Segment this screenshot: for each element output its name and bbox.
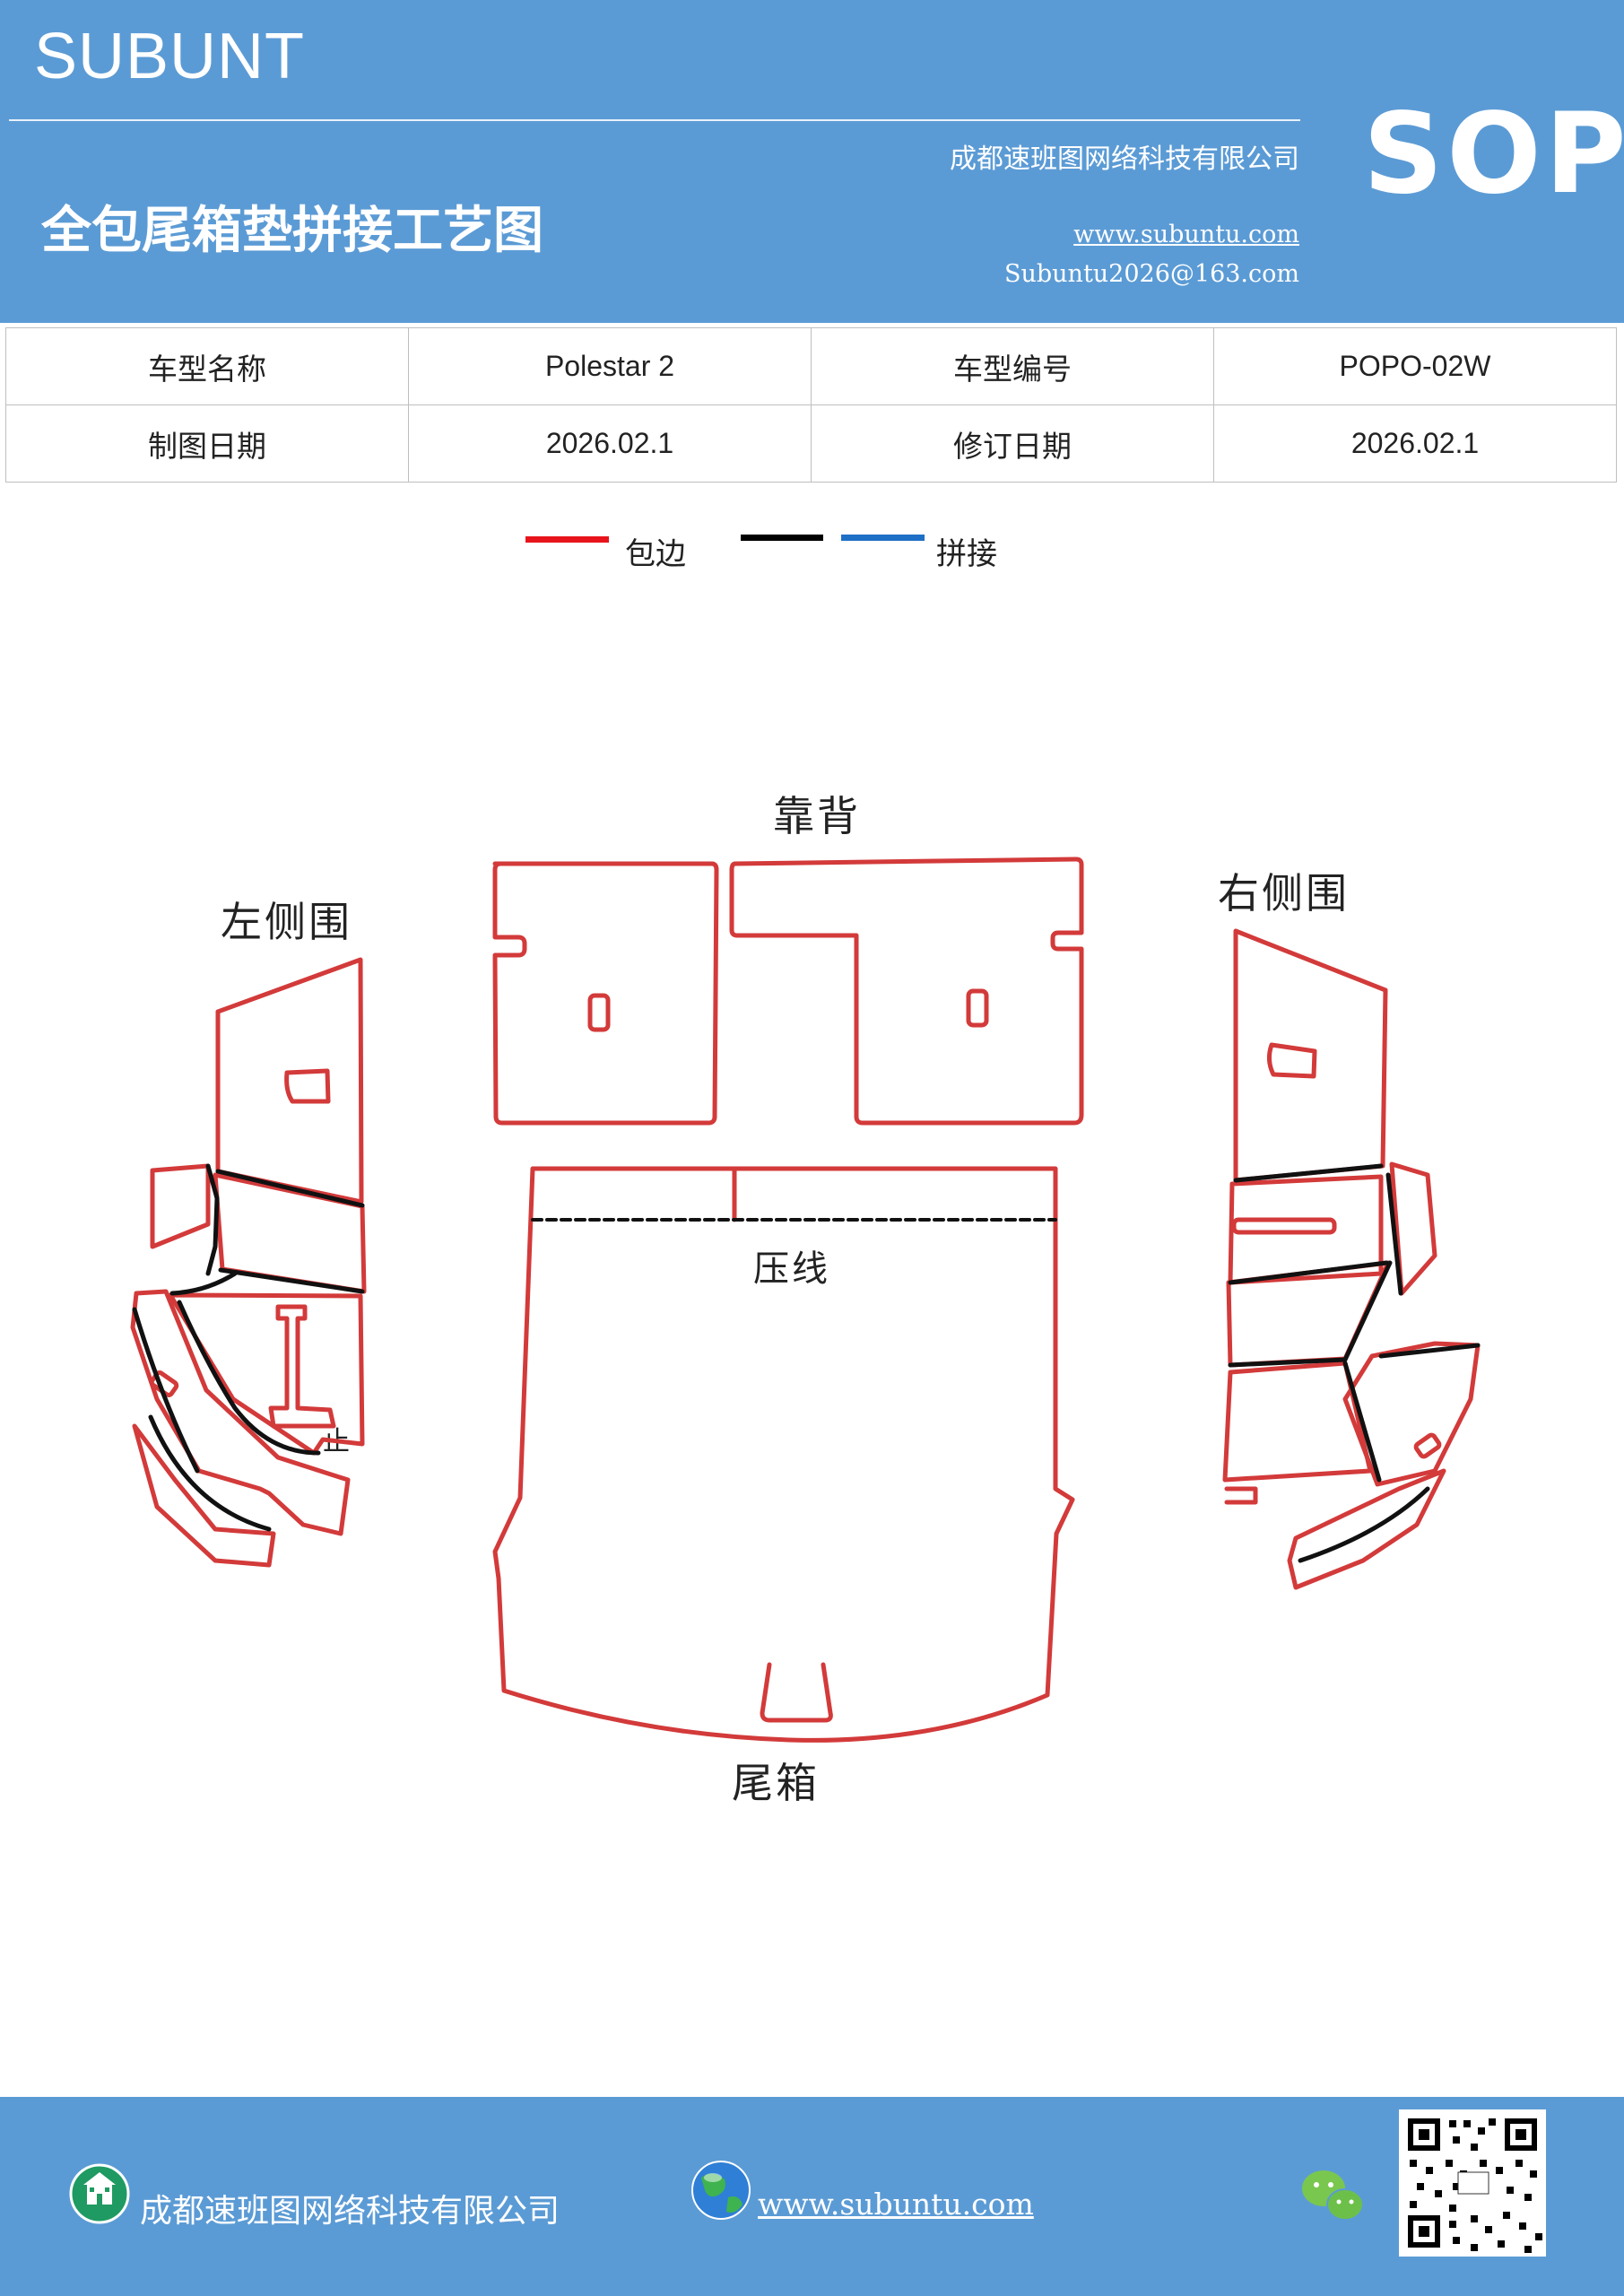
sop-badge: SOP: [1363, 90, 1624, 219]
wechat-icon: [1302, 2170, 1364, 2221]
label-left-side: 左侧围: [221, 898, 352, 946]
right-seam-6: [1342, 1361, 1382, 1483]
table-row: 车型名称 Polestar 2 车型编号 POPO-02W: [5, 327, 1617, 405]
header-banner: SUBUNT SOP 成都速班图网络科技有限公司 全包尾箱垫拼接工艺图 www.…: [0, 0, 1624, 323]
header-divider: [9, 119, 1300, 121]
trunk-floor-panel: [492, 1166, 1075, 1743]
legend: 包边 拼接: [0, 529, 1624, 574]
label-model-code: 车型编号: [811, 327, 1214, 405]
left-side-front-piece: [150, 1163, 211, 1249]
label-press-line: 压线: [753, 1248, 830, 1290]
right-side-small-hole: [1413, 1432, 1442, 1459]
left-side-ibeam: [268, 1304, 336, 1429]
left-side-window-hole: [284, 1068, 331, 1104]
value-model-code: POPO-02W: [1213, 327, 1617, 405]
footer-banner: 成都速班图网络科技有限公司 www.subuntu.com: [0, 2097, 1624, 2296]
left-seam-6: [148, 1414, 272, 1532]
trunk-notch: [760, 1662, 833, 1723]
left-side-wheel-arch: [130, 1289, 351, 1536]
globe-icon: [691, 2161, 751, 2220]
left-seam-3: [169, 1271, 238, 1296]
label-revise-date: 修订日期: [811, 404, 1214, 483]
right-seam-1: [1233, 1163, 1384, 1183]
right-seam-2: [1228, 1260, 1389, 1285]
label-model-name: 车型名称: [5, 327, 409, 405]
left-seam-4: [205, 1163, 220, 1276]
pattern-outlines: [130, 857, 1481, 1743]
brand-name: SUBUNT: [34, 21, 306, 92]
vehicle-info-table: 车型名称 Polestar 2 车型编号 POPO-02W 制图日期 2026.…: [5, 327, 1617, 483]
legend-edge-swatch: [525, 536, 609, 543]
right-side-bottom-tab: [1224, 1486, 1258, 1505]
right-seam-4: [1385, 1172, 1403, 1296]
right-side-window-hole: [1266, 1042, 1317, 1079]
value-revise-date: 2026.02.1: [1213, 404, 1617, 483]
legend-splice-label: 拼接: [936, 536, 997, 572]
left-seam-1: [215, 1169, 365, 1208]
label-back: 靠背: [773, 792, 861, 840]
right-side-rear-piece: [1342, 1341, 1481, 1487]
backrest-left-hole: [587, 993, 611, 1032]
right-side-slot: [1231, 1217, 1337, 1235]
email-address: Subuntu2026@163.com: [1004, 260, 1299, 288]
value-model-name: Polestar 2: [408, 327, 812, 405]
footer-website-link[interactable]: www.subuntu.com: [758, 2187, 1034, 2222]
table-row: 制图日期 2026.02.1 修订日期 2026.02.1: [5, 404, 1617, 483]
backrest-right-hole: [966, 988, 989, 1028]
left-seam-7: [132, 1307, 200, 1474]
label-draw-date: 制图日期: [5, 404, 409, 483]
footer-company-name: 成都速班图网络科技有限公司: [140, 2193, 560, 2230]
legend-splice-black-swatch: [741, 535, 823, 541]
label-right-side: 右侧围: [1218, 869, 1350, 918]
legend-splice-blue-swatch: [841, 535, 925, 541]
company-name: 成都速班图网络科技有限公司: [950, 144, 1299, 175]
left-side-lower-piece: [168, 1292, 365, 1456]
right-side-upper-panel: [1233, 928, 1388, 1183]
left-side-upper-panel: [215, 957, 364, 1205]
right-seam-7: [1378, 1343, 1481, 1359]
value-draw-date: 2026.02.1: [408, 404, 812, 483]
qr-code: [1399, 2109, 1546, 2257]
right-seam-5: [1342, 1260, 1393, 1362]
page-title: 全包尾箱垫拼接工艺图: [41, 202, 543, 260]
left-seam-2: [218, 1267, 365, 1294]
left-side-bottom-strip: [132, 1423, 276, 1568]
pattern-drawing: 靠背 左侧围 右侧围 压线 尾箱 止: [0, 771, 1624, 1830]
legend-edge-label: 包边: [625, 536, 686, 572]
backrest-right-panel: [729, 857, 1084, 1126]
footer-graphics: [69, 2109, 1546, 2257]
backrest-left-panel: [492, 861, 719, 1126]
website-link[interactable]: www.subuntu.com: [1073, 221, 1299, 248]
label-trunk: 尾箱: [732, 1759, 820, 1807]
building-icon: [69, 2163, 130, 2224]
right-seam-3: [1228, 1357, 1348, 1368]
left-seam-5: [177, 1300, 321, 1456]
right-side-bottom-strip: [1287, 1468, 1446, 1590]
right-seam-8: [1298, 1486, 1430, 1563]
